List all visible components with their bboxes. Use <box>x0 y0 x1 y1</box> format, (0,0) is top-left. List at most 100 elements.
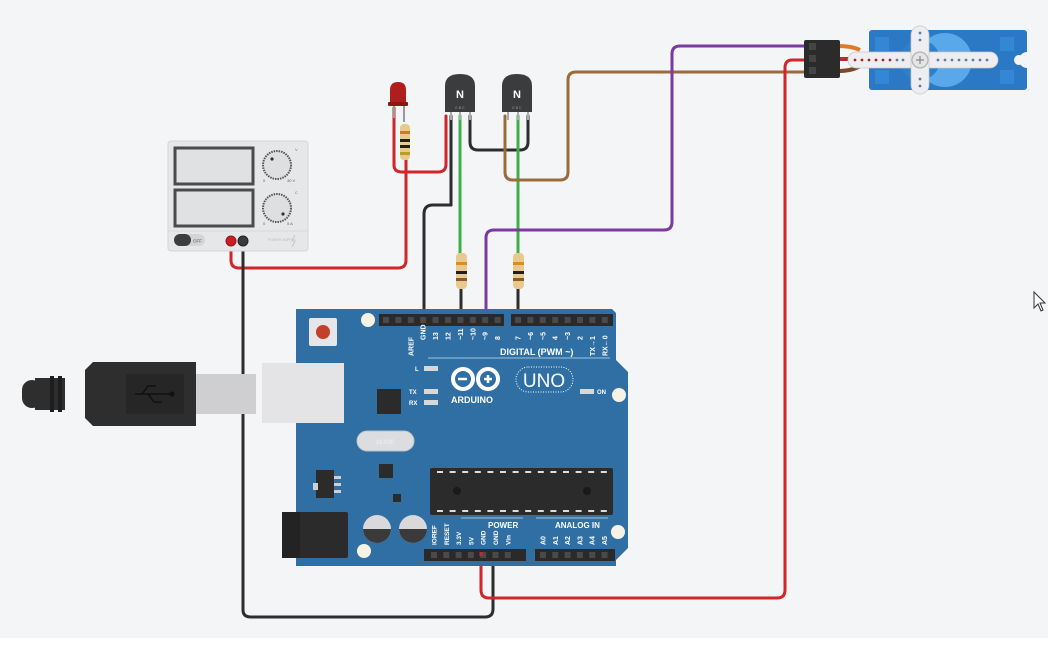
chip-pin <box>512 510 519 512</box>
chip-pin <box>525 471 532 473</box>
led-label-tx: TX <box>409 390 417 396</box>
usb-controller-chip <box>377 389 401 414</box>
resistor-base-2[interactable] <box>513 253 524 289</box>
wire-purple-pin9-servo[interactable] <box>484 44 810 320</box>
digital-pin-hole[interactable] <box>482 317 489 323</box>
led-label-on: ON <box>597 390 606 396</box>
wire-black-transistor-bridge[interactable] <box>468 114 530 152</box>
digital-pin-label: ~9 <box>483 332 490 340</box>
knob1-max: 30 V <box>287 178 296 183</box>
chip-pin <box>449 510 456 512</box>
wire-black-transistor-gnd[interactable] <box>422 203 453 320</box>
chip-pin <box>600 471 607 473</box>
power-pin-hole[interactable] <box>467 552 474 558</box>
power-header-title: POWER <box>488 521 518 530</box>
digital-pin-hole[interactable] <box>383 317 389 323</box>
negative-terminal[interactable] <box>237 235 249 247</box>
digital-pin-hole[interactable] <box>589 317 596 323</box>
power-pin-hole[interactable] <box>455 552 462 558</box>
resistor-base-1[interactable] <box>456 253 467 289</box>
analog-pin-hole[interactable] <box>540 552 546 558</box>
chip-pin <box>588 471 595 473</box>
voltage-knob[interactable] <box>262 150 292 180</box>
digital-pin-hole[interactable] <box>445 317 451 323</box>
led-l <box>424 366 438 371</box>
power-pin-hole[interactable] <box>480 552 487 558</box>
chip-pin <box>500 471 506 473</box>
digital-pin-hole[interactable] <box>564 317 571 323</box>
transistor-1[interactable]: N E B C <box>445 74 475 120</box>
knob1-tag: V <box>295 147 298 152</box>
transistor-2[interactable]: N E B C <box>502 74 532 120</box>
chip-pin <box>537 510 544 512</box>
display-voltage <box>173 146 255 186</box>
power-pin-hole[interactable] <box>492 552 499 558</box>
power-header[interactable] <box>424 549 526 561</box>
digital-pin-hole[interactable] <box>515 317 521 323</box>
digital-pin-hole[interactable] <box>457 317 464 323</box>
analog-pin-label: A3 <box>577 536 584 545</box>
digital-pin-hole[interactable] <box>527 317 534 323</box>
reset-button[interactable] <box>316 325 330 339</box>
power-pin-hole[interactable] <box>431 552 437 558</box>
usb-jack[interactable] <box>262 363 344 423</box>
knob1-min: 0 <box>263 178 266 183</box>
resistor-led[interactable] <box>400 124 410 160</box>
analog-pin-hole[interactable] <box>589 552 596 558</box>
digital-pin-label: 8 <box>495 336 502 340</box>
wire-black-supply-gnd[interactable] <box>241 240 495 619</box>
wire-red-servo-5v[interactable] <box>479 58 810 600</box>
power-supply[interactable]: 0 30 V 0 5 A V C OFF POWER SUPPLY <box>167 140 309 252</box>
servo-motor[interactable] <box>804 25 1027 95</box>
digital-pin-hole[interactable] <box>420 317 427 323</box>
display-current <box>173 188 255 228</box>
digital-pin-hole[interactable] <box>469 317 476 323</box>
power-pin-label: 3.3V <box>456 531 463 545</box>
positive-terminal[interactable] <box>225 235 237 247</box>
digital-header-right[interactable] <box>511 314 613 326</box>
digital-pin-hole[interactable] <box>407 317 414 323</box>
digital-pin-hole[interactable] <box>601 317 608 323</box>
wire-brown-transistor-servo[interactable] <box>503 70 810 182</box>
chip-pin <box>437 510 443 512</box>
power-pin-label: GND <box>481 530 488 545</box>
current-knob[interactable] <box>262 193 292 223</box>
digital-pin-label: RX←0 <box>602 335 609 356</box>
wire-red-supply-led[interactable] <box>229 158 408 270</box>
power-pin-label: RESET <box>444 523 451 545</box>
digital-pin-hole[interactable] <box>552 317 559 323</box>
crystal <box>356 430 415 452</box>
chip-pin <box>575 471 582 473</box>
lightning-icon <box>291 234 296 248</box>
digital-pin-hole[interactable] <box>539 317 546 323</box>
power-switch-label: OFF <box>193 239 202 244</box>
wire-red-led-transistor[interactable] <box>392 106 448 174</box>
chip-pin <box>500 510 506 512</box>
chip-pin <box>512 471 519 473</box>
analog-pin-hole[interactable] <box>576 552 583 558</box>
analog-pin-hole[interactable] <box>564 552 571 558</box>
digital-pin-hole[interactable] <box>577 317 583 323</box>
chip-pin <box>588 510 595 512</box>
power-pin-hole[interactable] <box>504 552 511 558</box>
analog-pin-hole[interactable] <box>601 552 608 558</box>
small-chip <box>379 464 393 478</box>
digital-pin-label: 4 <box>553 336 560 340</box>
power-pin-hole[interactable] <box>443 552 450 558</box>
capacitor-1 <box>363 515 391 543</box>
chip-pin <box>537 471 544 473</box>
digital-pin-label: 2 <box>578 336 585 340</box>
led[interactable] <box>388 82 408 122</box>
digital-pin-hole[interactable] <box>494 317 501 323</box>
analog-pin-hole[interactable] <box>552 552 559 558</box>
chip-pin <box>563 471 569 473</box>
chip-pin <box>550 471 557 473</box>
analog-pin-label: A1 <box>553 536 560 545</box>
digital-pin-hole[interactable] <box>432 317 439 323</box>
chip-pin <box>550 510 557 512</box>
digital-pin-hole[interactable] <box>395 317 402 323</box>
